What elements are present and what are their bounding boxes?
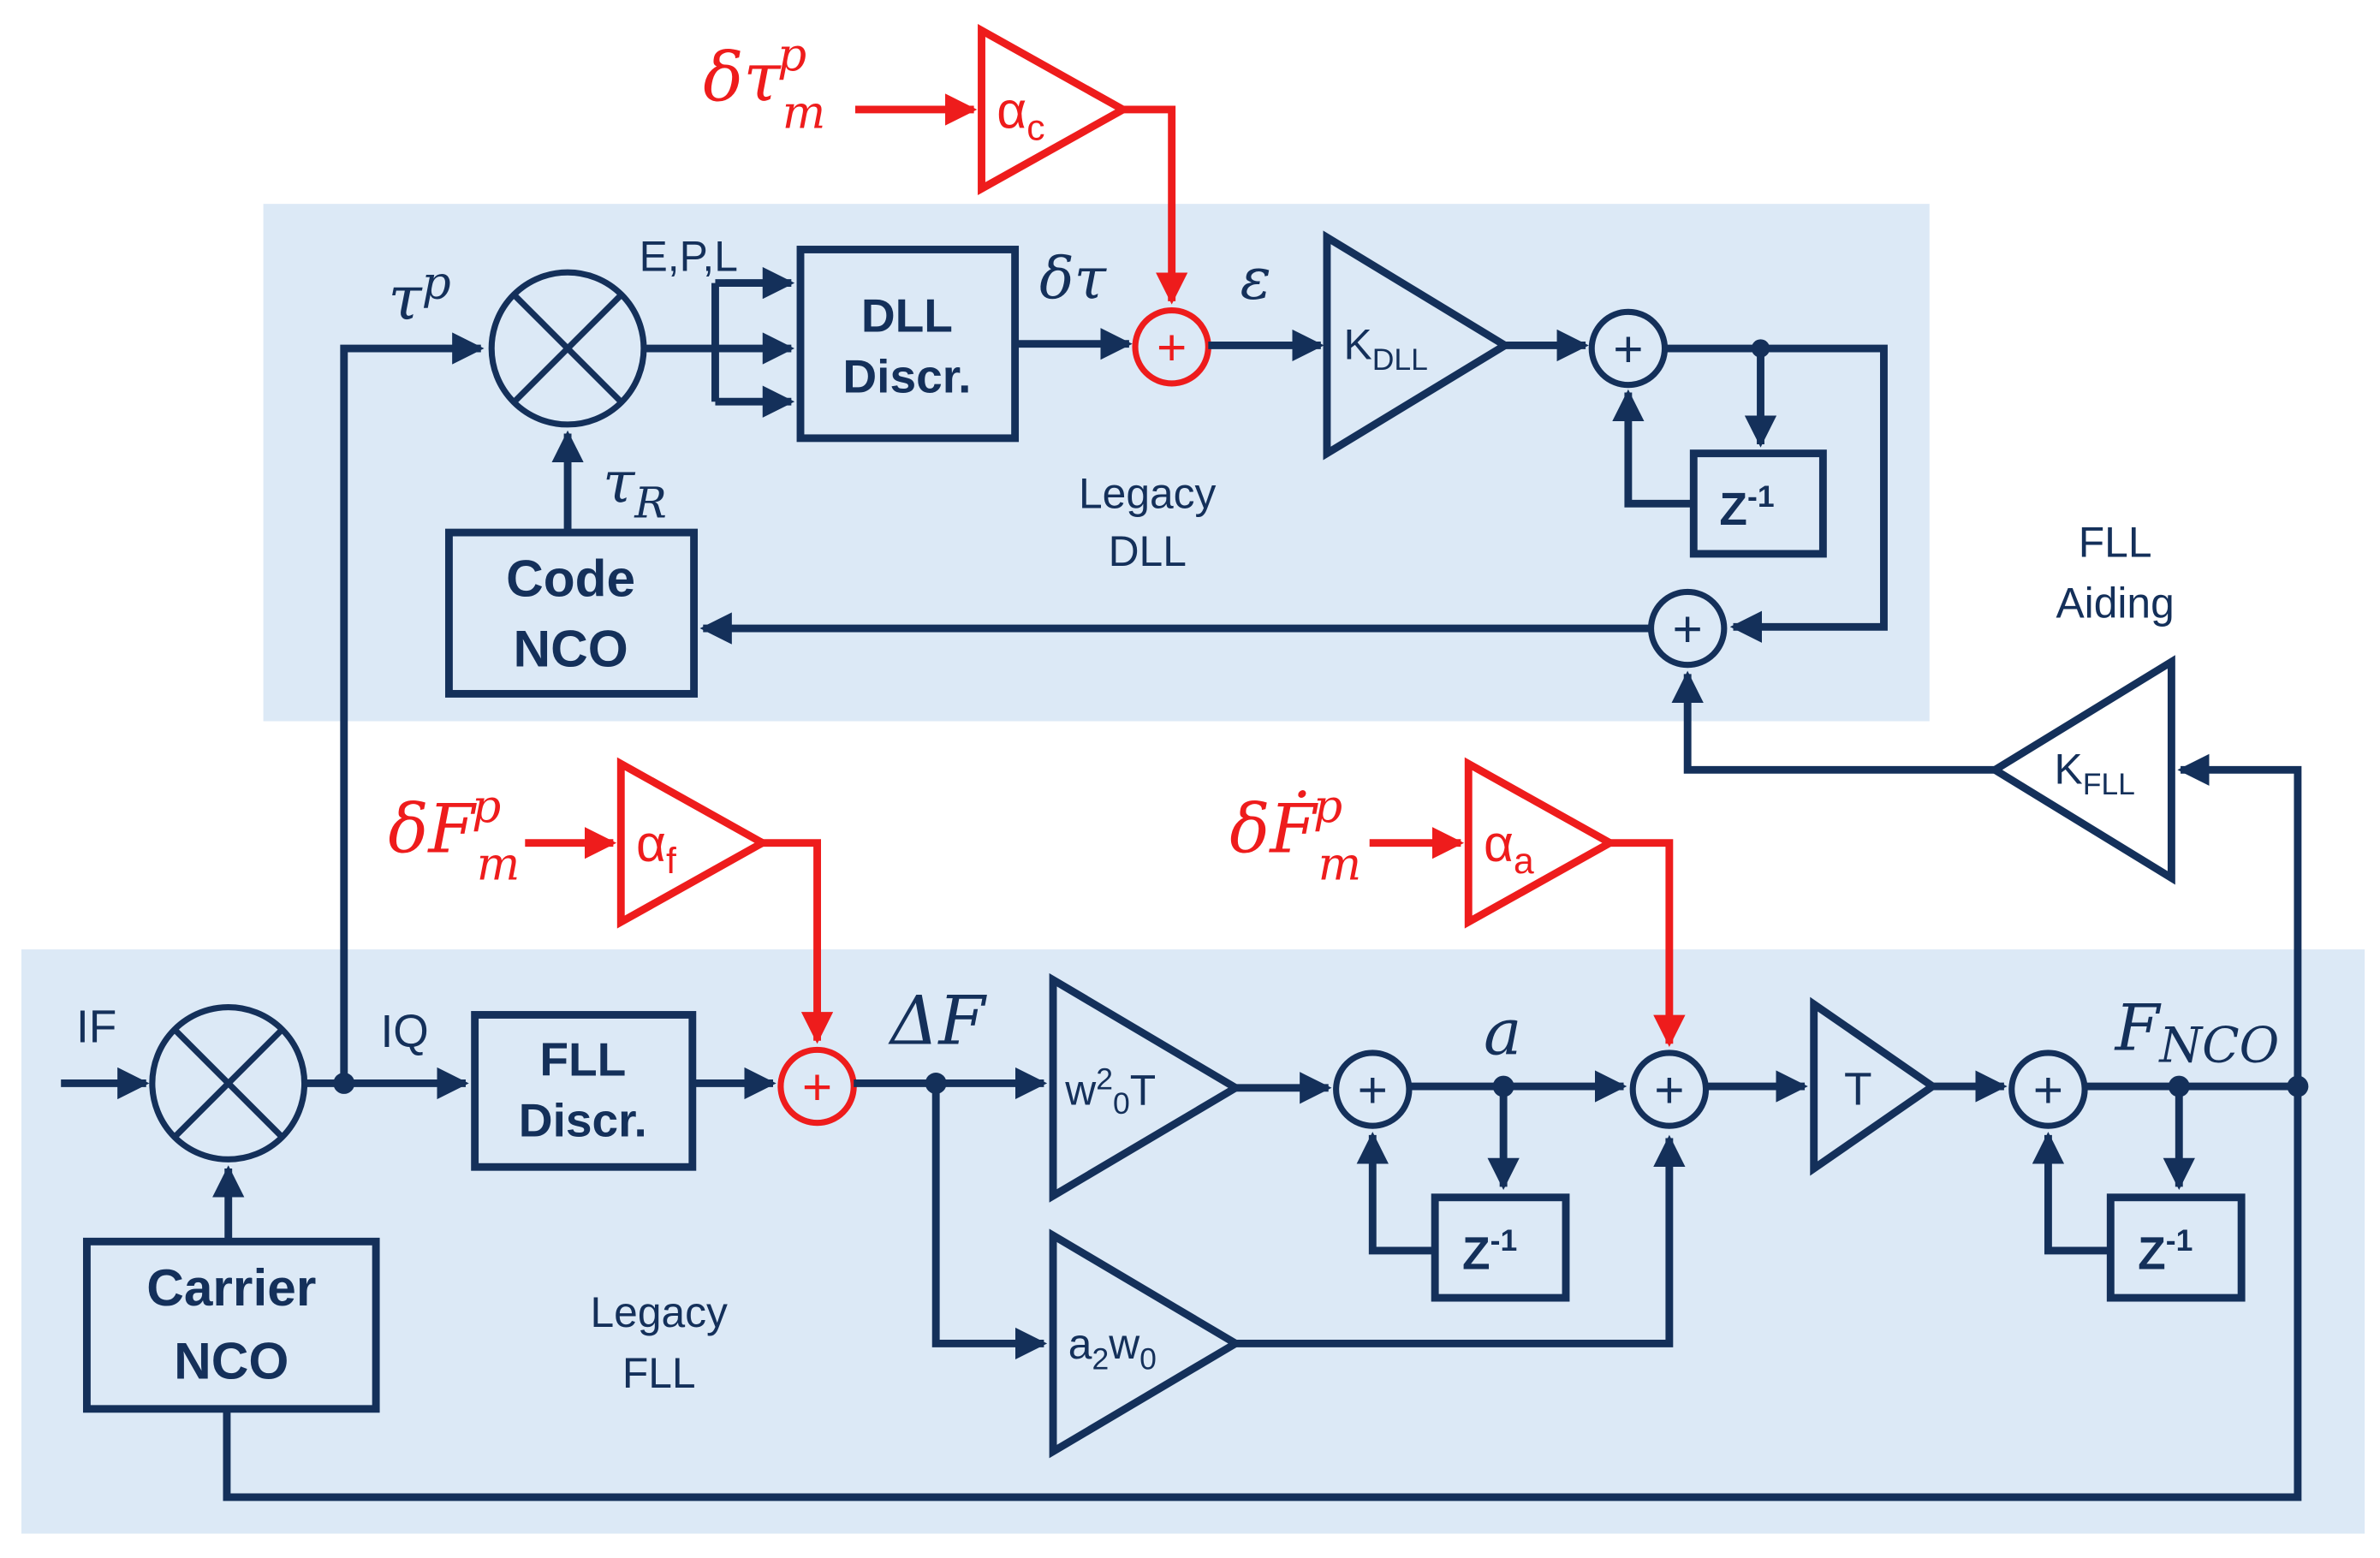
alpha-c-gain	[978, 23, 1131, 195]
code-nco-label-1: Code	[506, 550, 635, 608]
fll-delay-1-label: Z-1	[1462, 1223, 1517, 1279]
legacy-dll-label-1: Legacy	[1079, 470, 1217, 518]
t-gain	[1810, 996, 1940, 1176]
fll-aiding-out	[1671, 670, 1996, 774]
tau-r-label: τR	[603, 449, 667, 528]
legacy-fll-panel	[21, 949, 2365, 1534]
k-dll-label: KDLL	[1344, 320, 1428, 376]
t-gain-label: T	[1844, 1064, 1872, 1115]
alpha-a-gain	[1464, 757, 1618, 929]
carrier-nco-label-1: Carrier	[146, 1258, 316, 1317]
legacy-fll-label-1: Legacy	[590, 1288, 728, 1336]
k-fll-gain	[1987, 655, 2175, 885]
iq-label: IQ	[380, 1007, 428, 1057]
fll-delay-2-feedback	[2032, 1132, 2111, 1255]
alpha-a-label: αa	[1484, 814, 1534, 882]
tau-p-label: τp	[388, 256, 450, 334]
fll-aiding-label-1: FLL	[2079, 519, 2152, 567]
svg-text:+: +	[1673, 599, 1703, 657]
delta-f-label: ΔF	[888, 982, 987, 1060]
a2-w0-label: a2w0	[1068, 1320, 1157, 1376]
freq-perturbation-sum-plus: +	[802, 1057, 832, 1115]
svg-text:+: +	[1358, 1061, 1388, 1119]
if-label: IF	[76, 1002, 116, 1052]
fll-delay-1-feedback	[1356, 1132, 1436, 1255]
alpha-c-label: αc	[997, 80, 1044, 148]
code-perturbation-sum-plus: +	[1157, 318, 1187, 377]
w0-squared-t-gain	[1049, 972, 1244, 1203]
w0-squared-t-label: w20T	[1064, 1062, 1156, 1121]
svg-text:+: +	[1613, 319, 1643, 378]
fll-discriminator-label-2: Discr.	[519, 1094, 647, 1147]
dll-delay-label: Z-1	[1719, 479, 1774, 535]
epsilon-label: ε	[1241, 244, 1271, 312]
alpha-c-out	[1122, 105, 1188, 305]
svg-text:+: +	[2033, 1061, 2063, 1119]
fll-delay-2-label: Z-1	[2138, 1223, 2193, 1279]
fll-aiding-label-2: Aiding	[2056, 580, 2174, 627]
delta-f-branch	[931, 1083, 1048, 1360]
alpha-f-label: αf	[636, 814, 676, 882]
alpha-f-gain	[616, 757, 771, 929]
a2-w0-out	[1235, 1134, 1686, 1347]
alpha-f-out	[762, 839, 834, 1044]
iq-node	[333, 1073, 355, 1094]
a-label: a	[1484, 996, 1522, 1070]
tau-p-line	[340, 332, 485, 1084]
fll-discriminator-label-1: FLL	[539, 1033, 626, 1086]
carrier-nco-feedback	[223, 1086, 2302, 1502]
dll-discriminator-label-2: Discr.	[842, 350, 971, 403]
dll-integrator-out	[1664, 344, 1888, 643]
freq-rate-perturbation-sum-plus: +	[1654, 1061, 1684, 1119]
code-nco-label-2: NCO	[514, 619, 628, 677]
fll-aiding-in	[2177, 753, 2302, 1084]
fll-discriminator-block	[471, 1011, 697, 1171]
f-nco-label: FNCO	[2114, 990, 2280, 1073]
legacy-fll-label-2: FLL	[622, 1349, 696, 1397]
dll-delay-feedback	[1612, 389, 1694, 508]
alpha-a-out	[1609, 839, 1686, 1047]
carrier-nco-label-2: NCO	[174, 1331, 289, 1389]
delta-tau-label: δτ	[1039, 244, 1108, 312]
k-dll-gain	[1323, 230, 1513, 461]
epl-label: E,P,L	[640, 232, 738, 280]
legacy-dll-label-2: DLL	[1109, 527, 1187, 575]
a2-w0-gain	[1049, 1228, 1244, 1459]
dll-discriminator-label-1: DLL	[861, 288, 953, 342]
k-fll-label: KFLL	[2055, 745, 2135, 800]
